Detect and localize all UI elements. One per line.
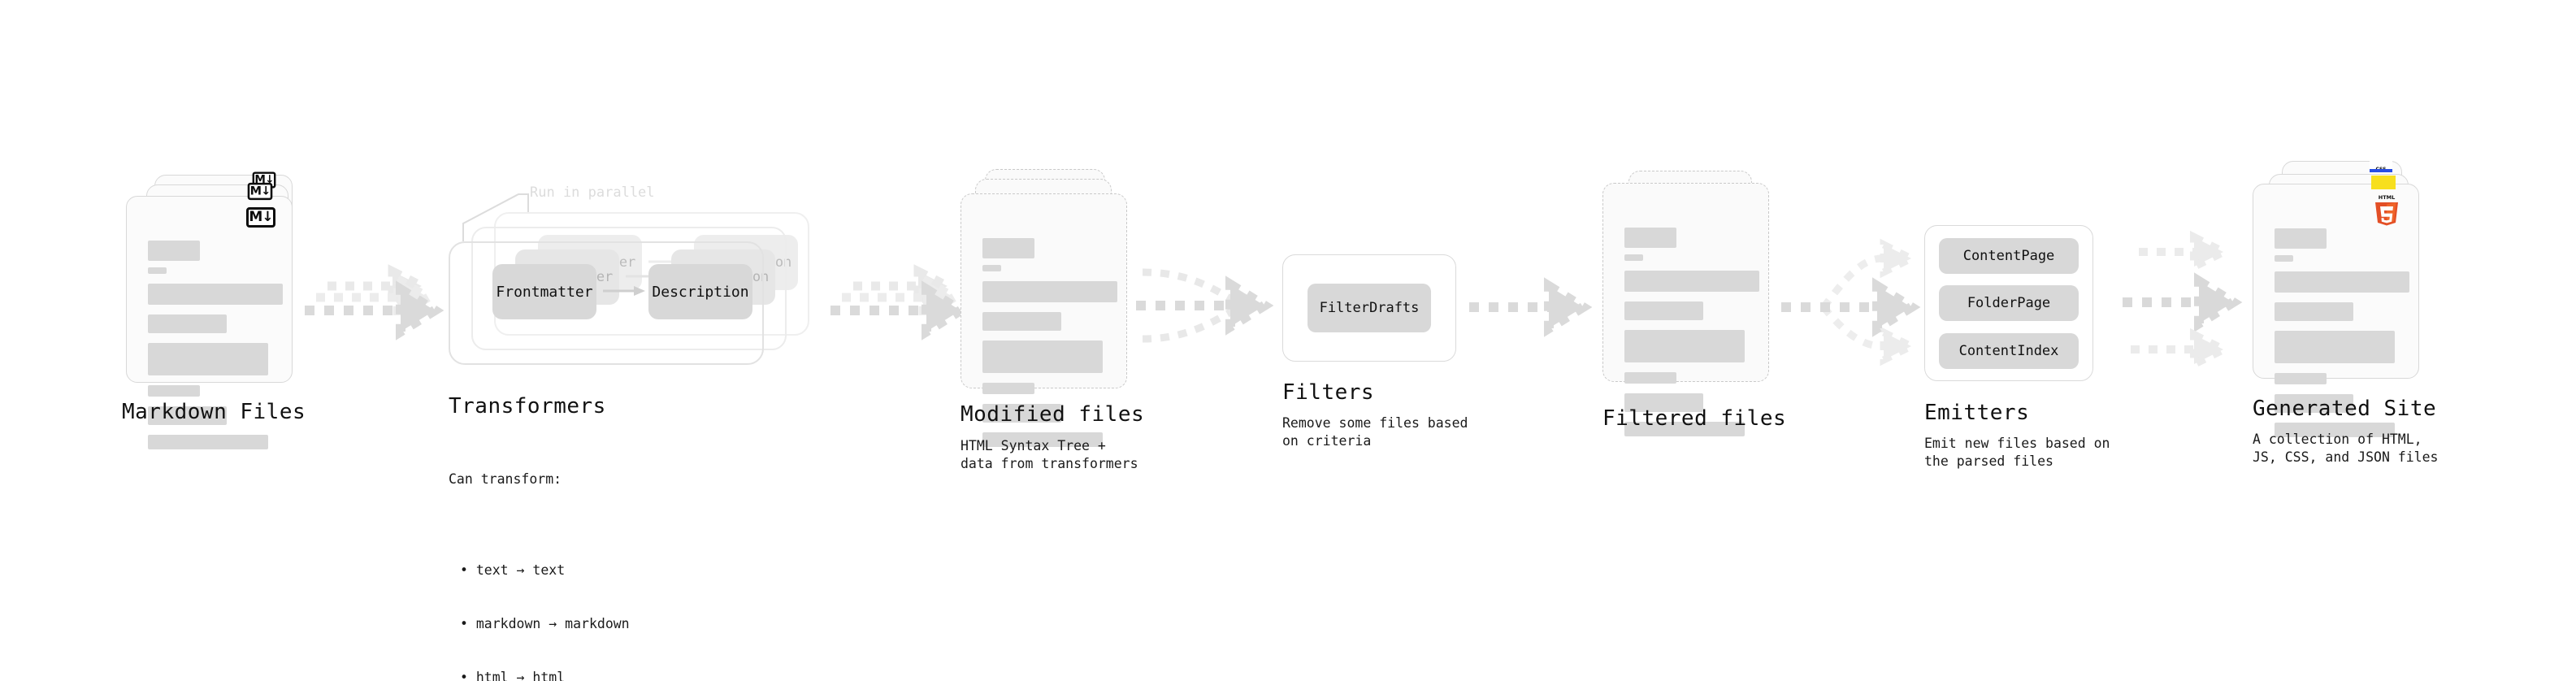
doc-line [982, 312, 1061, 331]
generated-site-stack: CSS HTML [2253, 159, 2431, 437]
stage-title-filters: Filters [1282, 380, 1375, 405]
doc-page-front [961, 193, 1127, 447]
doc-line [2275, 271, 2409, 293]
stage-title-generated-site: Generated Site [2253, 397, 2437, 421]
doc-line [148, 385, 200, 397]
stage-markdown-files: M↓ M↓ M↓ Markdown Files [122, 171, 306, 449]
filter-node-filterdrafts[interactable]: FilterDrafts [1308, 284, 1431, 332]
transformer-node-frontmatter[interactable]: Frontmatter [492, 264, 596, 319]
doc-line [2275, 423, 2395, 437]
parallel-brace [462, 193, 529, 241]
connector-modified-to-filters [1136, 268, 1274, 343]
doc-line [1624, 330, 1745, 362]
connector-md-to-transformers [305, 264, 445, 340]
stage-modified-files: Modified files HTML Syntax Tree + data f… [961, 169, 1144, 471]
doc-line [148, 284, 283, 305]
svg-text:HTML: HTML [2379, 194, 2395, 201]
stage-subtitle-emitters: Emit new files based on the parsed files [1924, 436, 2110, 469]
stage-title-emitters: Emitters [1924, 401, 2030, 425]
doc-line [1624, 422, 1745, 436]
doc-line [148, 435, 268, 449]
stage-subtitle-filters: Remove some files based on criteria [1282, 415, 1468, 449]
doc-line [982, 404, 1061, 423]
doc-line [982, 432, 1103, 447]
run-in-parallel-label: Run in parallel [530, 184, 655, 201]
doc-line [1624, 301, 1703, 320]
filters-box: FilterDrafts [1282, 254, 1456, 362]
markdown-file-stack: M↓ M↓ M↓ [126, 171, 301, 449]
emitter-node-contentpage[interactable]: ContentPage [1939, 237, 2079, 274]
js-icon [2371, 176, 2396, 189]
doc-line [1624, 372, 1676, 384]
doc-content-lines [982, 238, 1117, 457]
stage-filters: FilterDrafts Filters Remove some files b… [1282, 254, 1468, 449]
stage-subtitle-transformers: Can transform: • text → text • markdown … [449, 435, 630, 681]
doc-line [2275, 302, 2353, 321]
filtered-file-stack [1602, 171, 1773, 436]
stage-emitters: ContentPage FolderPage ContentIndex Emit… [1924, 225, 2110, 469]
stage-subtitle-generated-site: A collection of HTML, JS, CSS, and JSON … [2253, 432, 2439, 465]
stage-subtitle-modified-files: HTML Syntax Tree + data from transformer… [961, 438, 1138, 471]
modified-file-stack [961, 169, 1131, 447]
stage-title-transformers: Transformers [449, 394, 606, 419]
doc-line [148, 406, 227, 425]
emitters-box: ContentPage FolderPage ContentIndex [1924, 225, 2093, 381]
doc-line [1624, 228, 1676, 248]
doc-line [1624, 271, 1759, 292]
doc-line [148, 241, 200, 261]
transform-bullets: • text → text • markdown → markdown • ht… [449, 526, 630, 681]
stage-filtered-files: Filtered files [1602, 171, 1786, 436]
doc-page-front [126, 196, 293, 449]
transform-bullet-1: • markdown → markdown [460, 616, 630, 631]
transform-bullet-0: • text → text [460, 562, 566, 578]
connector-filtered-to-emitters [1781, 238, 1921, 367]
doc-line [2275, 331, 2395, 363]
html5-icon: HTML [2373, 193, 2400, 226]
doc-line [2275, 394, 2353, 413]
doc-line [1624, 254, 1643, 261]
doc-content-lines [2275, 228, 2409, 447]
doc-line [982, 340, 1103, 373]
stage-generated-site: CSS HTML Generated Site A collection of … [2253, 159, 2438, 465]
doc-line [2275, 373, 2327, 384]
doc-line [1624, 393, 1703, 412]
transform-bullet-2: • html → html [460, 670, 566, 681]
doc-line [982, 383, 1034, 394]
transformer-panel-front: Frontmatter Description [449, 241, 764, 365]
stage-title-filtered-files: Filtered files [1602, 406, 1787, 431]
connector-transformers-to-modified [830, 264, 970, 340]
markdown-icon: M↓ [246, 207, 275, 228]
connector-emitters-to-site [2123, 230, 2243, 371]
doc-line [148, 343, 268, 375]
doc-line [982, 281, 1117, 302]
connector-filters-to-filtered [1469, 277, 1593, 337]
transformer-arrow [603, 286, 645, 296]
markdown-icon-mid: M↓ [247, 182, 273, 201]
doc-line [2275, 255, 2293, 262]
stage-title-modified-files: Modified files [961, 402, 1145, 427]
doc-line [148, 314, 227, 333]
doc-line [2275, 228, 2327, 249]
transformer-node-description[interactable]: Description [648, 264, 752, 319]
emitter-node-contentindex[interactable]: ContentIndex [1939, 332, 2079, 369]
doc-content-lines [148, 241, 283, 459]
doc-line [982, 265, 1001, 271]
css-icon: CSS [2370, 159, 2392, 172]
emitter-node-folderpage[interactable]: FolderPage [1939, 285, 2079, 321]
stage-title-markdown-files: Markdown Files [122, 400, 306, 424]
transform-intro: Can transform: [449, 471, 562, 487]
doc-line [148, 267, 167, 274]
doc-line [982, 238, 1034, 258]
doc-page-front [1602, 183, 1769, 436]
doc-content-lines [1624, 228, 1759, 446]
